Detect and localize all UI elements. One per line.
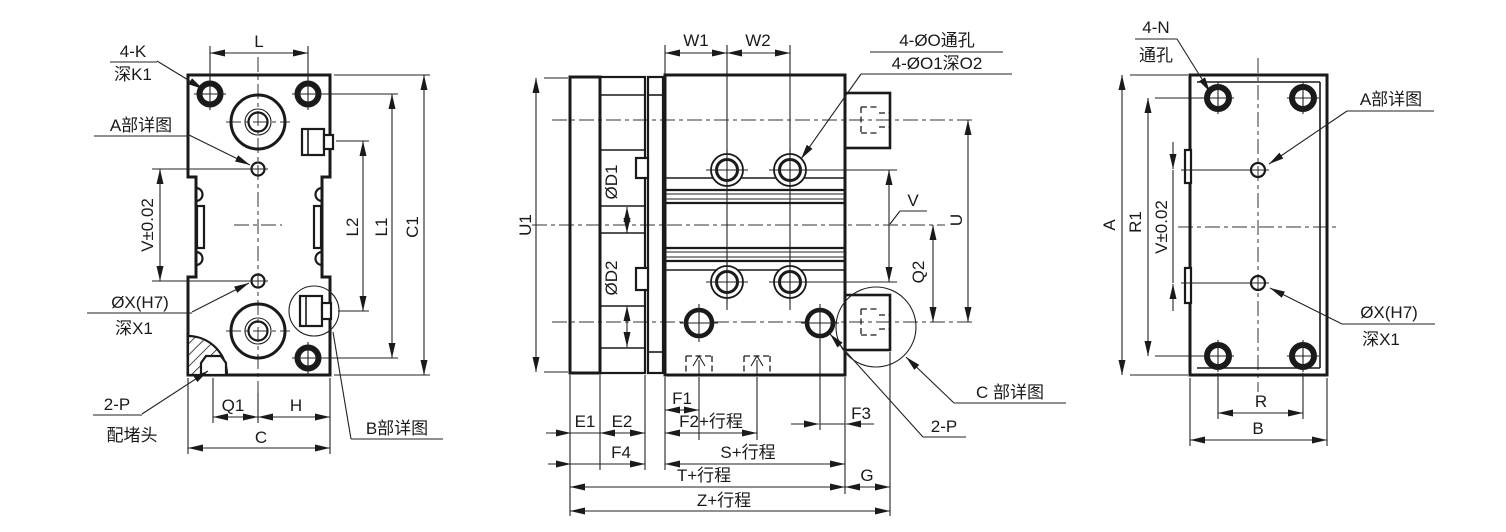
label-plug-note: 配堵头 xyxy=(107,426,158,445)
dim-c1: C1 xyxy=(403,216,422,238)
dim-l2: L2 xyxy=(343,218,362,237)
dim-s-stroke: S+行程 xyxy=(720,443,775,462)
dim-r: R xyxy=(1255,392,1267,411)
label-depth-k1: 深K1 xyxy=(114,65,152,84)
side-counterbore-holes xyxy=(706,149,811,303)
dim-w2: W2 xyxy=(745,31,771,50)
dim-a: A xyxy=(1100,219,1119,231)
front-edge-plug-top xyxy=(300,127,335,157)
front-dowel-holes xyxy=(248,161,268,289)
dim-l: L xyxy=(254,32,263,51)
dim-v-rear: V±0.02 xyxy=(1152,200,1171,254)
front-dimension-lines xyxy=(156,49,428,452)
dim-r1: R1 xyxy=(1126,211,1145,233)
plug-2p-front xyxy=(199,354,228,377)
dim-t-stroke: T+行程 xyxy=(677,466,731,485)
label-detail-c: C 部详图 xyxy=(976,383,1044,402)
dim-v-front: V±0.02 xyxy=(138,198,157,252)
dim-f3: F3 xyxy=(851,404,871,423)
label-4k: 4-K xyxy=(120,42,147,61)
dim-c: C xyxy=(255,428,267,447)
dim-b: B xyxy=(1252,419,1263,438)
front-body-outline xyxy=(186,73,332,377)
rear-dimension-lines xyxy=(1118,75,1327,444)
dim-l1: L1 xyxy=(372,218,391,237)
side-leaders xyxy=(800,51,1066,438)
dim-u1: U1 xyxy=(516,214,535,236)
side-dimension-lines xyxy=(532,49,972,515)
port-boss-bottom xyxy=(843,293,892,352)
dim-f2-stroke: F2+行程 xyxy=(679,412,743,431)
label-detail-b: B部详图 xyxy=(366,419,428,438)
dim-f4: F4 xyxy=(611,443,631,462)
label-detail-a-front: A部详图 xyxy=(110,116,172,135)
front-bore-bottom xyxy=(229,302,287,360)
cylinder-plate xyxy=(598,75,647,375)
rear-plate-outline xyxy=(1188,73,1329,377)
hidden-port-threads xyxy=(860,106,890,336)
front-leaders xyxy=(87,60,443,440)
label-4n: 4-N xyxy=(1142,18,1169,37)
side-body xyxy=(663,73,847,377)
front-bore-top xyxy=(229,93,287,151)
dim-v-side: V xyxy=(907,191,919,210)
label-depth-x1-front: 深X1 xyxy=(115,319,153,338)
dim-g: G xyxy=(860,466,873,485)
front-extension-lines xyxy=(152,46,430,454)
label-hole-x-rear: ØX(H7) xyxy=(1360,303,1418,322)
dim-f1: F1 xyxy=(672,389,692,408)
side-ports xyxy=(680,304,839,342)
dim-z-stroke: Z+行程 xyxy=(697,491,751,510)
label-through-holes: 4-ØO通孔 xyxy=(899,31,975,50)
label-hole-x-front: ØX(H7) xyxy=(111,293,169,312)
dim-e2: E2 xyxy=(612,412,633,431)
label-through-hole: 通孔 xyxy=(1139,46,1173,65)
detail-c-circle xyxy=(835,286,917,368)
dim-w1: W1 xyxy=(683,31,709,50)
dim-u: U xyxy=(947,214,966,226)
front-view: 4-K 深K1 A部详图 ØX(H7) 深X1 2-P 配堵头 B部详图 L Q… xyxy=(87,32,443,454)
label-2p-side: 2-P xyxy=(931,417,957,436)
dim-e1: E1 xyxy=(575,412,596,431)
rear-extension-lines xyxy=(1130,74,1328,446)
port-boss-top xyxy=(843,91,892,150)
dim-d2: ØD2 xyxy=(602,261,621,296)
label-detail-a-rear: A部详图 xyxy=(1360,90,1422,109)
rear-corner-holes xyxy=(1202,82,1319,372)
rear-dowel-holes xyxy=(1247,161,1269,292)
dim-h: H xyxy=(290,396,302,415)
label-2p-front: 2-P xyxy=(104,395,130,414)
guide-rails xyxy=(665,177,845,271)
label-counterbore-holes: 4-ØO1深O2 xyxy=(892,54,983,73)
dim-d1: ØD1 xyxy=(602,165,621,200)
hidden-bottom-plugs xyxy=(685,354,771,374)
dim-q2: Q2 xyxy=(909,261,928,284)
front-edge-plug-bottom xyxy=(288,285,340,337)
rear-leaders xyxy=(1135,38,1435,325)
dim-q1: Q1 xyxy=(222,396,245,415)
side-view: W1 W2 4-ØO通孔 4-ØO1深O2 U1 ØD1 ØD2 V U Q2 … xyxy=(516,31,1066,516)
seal-plate xyxy=(646,75,665,375)
label-depth-x1-rear: 深X1 xyxy=(1362,330,1400,349)
rear-view: 4-N 通孔 A部详图 ØX(H7) 深X1 A R1 V±0.02 R B xyxy=(1100,18,1435,446)
